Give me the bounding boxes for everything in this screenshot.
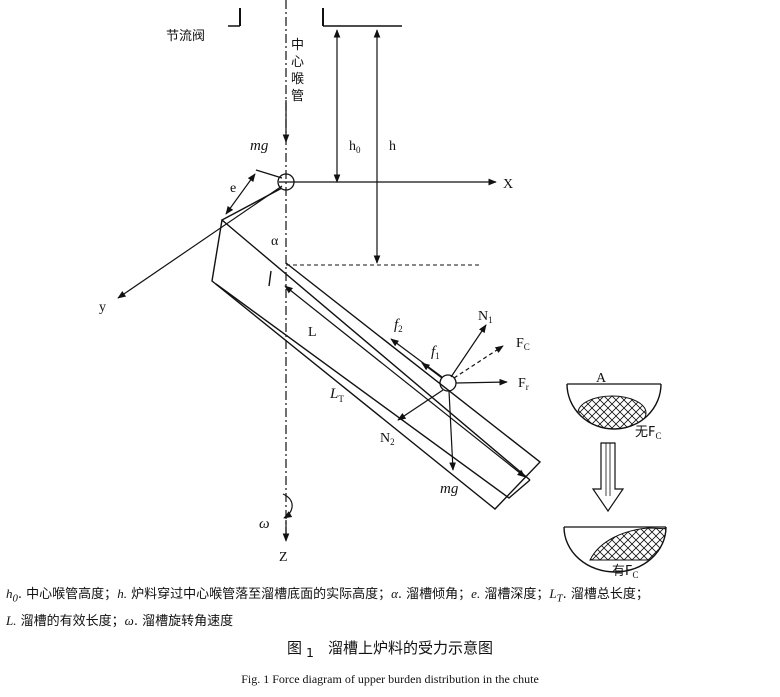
legend-LT-desc: . 溜槽总长度； bbox=[562, 587, 649, 602]
chute-lip bbox=[255, 169, 283, 179]
f2-arrow bbox=[390, 338, 443, 378]
L-dimension bbox=[284, 285, 526, 478]
svg-text:喉: 喉 bbox=[291, 72, 304, 87]
N2-arrow bbox=[397, 389, 444, 421]
omega-label: ω bbox=[259, 516, 270, 532]
valve-label: 节流阀 bbox=[166, 29, 205, 44]
legend-LT-symbol: LT bbox=[549, 586, 563, 605]
z-axis-label: Z bbox=[279, 550, 288, 565]
e-dimension bbox=[225, 173, 256, 215]
h-label: h bbox=[389, 139, 396, 154]
caption-title: 溜槽上炉料的受力示意图 bbox=[327, 639, 493, 657]
svg-text:中: 中 bbox=[291, 38, 304, 53]
f2-label: f2 bbox=[394, 317, 403, 334]
chute bbox=[211, 187, 542, 510]
N2-label: N2 bbox=[380, 431, 395, 447]
y-axis-label: y bbox=[99, 300, 106, 315]
mg-label-top: mg bbox=[250, 138, 269, 154]
f1-label: f1 bbox=[431, 344, 440, 361]
legend-omega-desc: . 溜槽旋转角速度 bbox=[133, 613, 234, 629]
force-diagram: 节流阀 中 心 喉 管 mg h0 h X e y α L LT f2 f1 N… bbox=[99, 0, 667, 580]
legend-L-symbol: L. bbox=[6, 612, 17, 628]
with-fc-label: 有FC bbox=[612, 564, 639, 580]
A-label: A bbox=[596, 371, 607, 386]
svg-text:管: 管 bbox=[291, 89, 304, 104]
Fc-arrow bbox=[453, 345, 504, 379]
alpha-label: α bbox=[271, 234, 279, 249]
LT-label: LT bbox=[329, 386, 344, 404]
legend-L-desc: 溜槽的有效长度； bbox=[16, 613, 125, 629]
throttle-valve bbox=[228, 8, 402, 27]
Fr-label: Fr bbox=[518, 376, 529, 392]
legend-alpha-desc: . 溜槽倾角； bbox=[397, 587, 472, 602]
legend-h-symbol: h. bbox=[117, 586, 127, 601]
burden-particle bbox=[439, 374, 457, 392]
L-label: L bbox=[308, 325, 317, 340]
mg-label-bottom: mg bbox=[440, 481, 459, 497]
legend-alpha-symbol: α bbox=[391, 586, 398, 601]
N1-label: N1 bbox=[478, 309, 493, 325]
caption-number: 1 bbox=[306, 645, 314, 660]
figure-caption-en: Fig. 1 Force diagram of upper burden dis… bbox=[241, 672, 539, 686]
gravity-arrow-bottom bbox=[448, 390, 456, 471]
cross-section-with-fc bbox=[563, 526, 667, 573]
x-axis-label: X bbox=[503, 177, 513, 192]
N1-arrow bbox=[450, 324, 487, 378]
symbol-legend: h0. 中心喉管高度；h. 炉料穿过中心喉管落至溜槽底面的实际高度；α. 溜槽倾… bbox=[6, 583, 776, 632]
svg-text:心: 心 bbox=[291, 55, 304, 70]
legend-h0-symbol: h0 bbox=[6, 586, 18, 605]
h0-label: h0 bbox=[349, 139, 361, 155]
Fc-label: FC bbox=[516, 336, 530, 352]
legend-h0-desc: . 中心喉管高度； bbox=[17, 587, 118, 602]
without-fc-label: 无FC bbox=[635, 425, 662, 441]
legend-omega-symbol: ω bbox=[124, 612, 134, 628]
legend-e-symbol: e. bbox=[471, 586, 481, 601]
caption-prefix: 图 bbox=[287, 639, 303, 657]
pivot-circle bbox=[277, 173, 295, 191]
legend-h-desc: 炉料穿过中心喉管落至溜槽底面的实际高度； bbox=[126, 587, 392, 602]
legend-e-desc: 溜槽深度； bbox=[480, 587, 550, 602]
cross-section-without-fc bbox=[566, 383, 662, 430]
Fr-arrow bbox=[455, 378, 508, 386]
f1-arrow bbox=[421, 362, 443, 379]
e-label: e bbox=[230, 181, 236, 196]
rotation-arrow bbox=[282, 493, 293, 519]
throat-label: 中 心 喉 管 bbox=[291, 38, 304, 104]
transition-arrow bbox=[591, 442, 625, 513]
y-axis bbox=[117, 185, 283, 299]
